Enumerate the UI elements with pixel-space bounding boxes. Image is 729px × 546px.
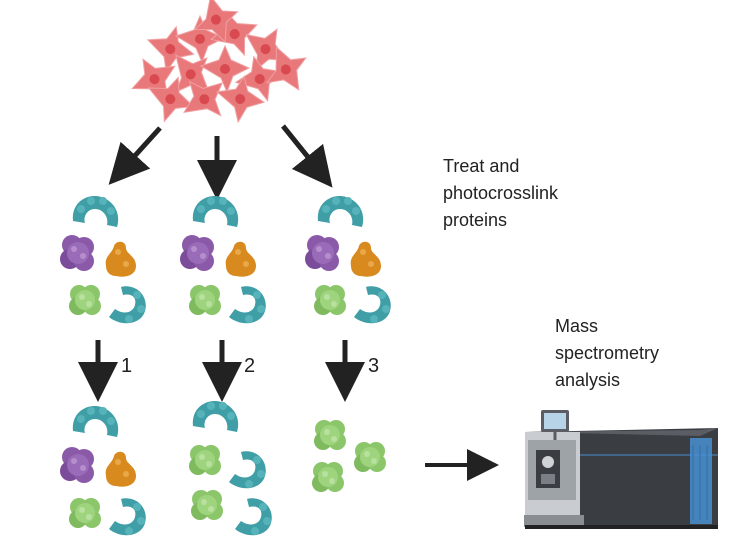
mass-spec-label: Mass spectrometry analysis [555,316,664,390]
step-number-1: 1 [121,355,132,377]
treat-label-line-1: Treat and [443,156,519,176]
protein-result-2 [189,401,272,536]
treat-label-line-2: photocrosslink [443,183,559,203]
mass-label-line-2: spectrometry [555,343,659,363]
mass-label-line-3: analysis [555,370,620,390]
protein-complex-icon [60,196,146,324]
mass-label-line-1: Mass [555,316,598,336]
protein-result-3 [312,420,386,492]
protein-complex-icon [180,196,266,324]
protein-result-1 [60,406,146,536]
step-number-3: 3 [368,355,379,377]
treat-label: Treat and photocrosslink proteins [443,156,563,230]
step-number-2: 2 [244,355,255,377]
step-arrows [78,340,365,402]
protein-complex-icon [305,196,391,324]
treat-label-line-3: proteins [443,210,507,230]
split-arrows [108,124,333,200]
mass-spectrometer-icon [524,410,718,529]
cell-cluster-icon [121,0,319,133]
